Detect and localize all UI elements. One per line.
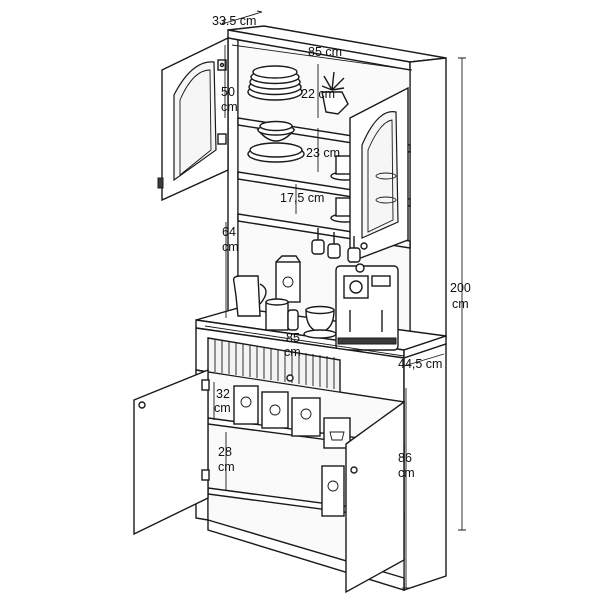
- counter-depth-label: 44,5 cm: [398, 357, 442, 371]
- dimension-labels: 33.5 cm 85 cm 50 cm 22 cm 23 cm 17,5 cm …: [212, 14, 471, 480]
- lower-shelf-1-unit: cm: [214, 401, 231, 415]
- counter-width-value: 85: [286, 331, 300, 345]
- potted-plant-icon: [321, 71, 349, 115]
- plate-stack-icon: [247, 65, 303, 101]
- lower-shelf-2-value: 28: [218, 445, 232, 459]
- drawer-knob-icon: [286, 374, 294, 382]
- lower-shelf-2-unit: cm: [218, 460, 235, 474]
- cup-icon: [311, 228, 361, 263]
- total-height-value: 200: [450, 281, 471, 295]
- hutch-height-unit: cm: [221, 100, 238, 114]
- upper-right-glass-door: [349, 86, 409, 264]
- cup-icon: [265, 298, 337, 339]
- upper-left-glass-door: [157, 36, 229, 202]
- open-area-unit: cm: [222, 240, 239, 254]
- counter-width-unit: cm: [284, 345, 301, 359]
- lower-shelf-1-value: 32: [216, 387, 230, 401]
- depth-label: 33.5 cm: [212, 14, 256, 28]
- espresso-machine-icon: [335, 263, 399, 351]
- open-area-value: 64: [222, 225, 236, 239]
- shelf-gap-2-label: 23 cm: [306, 146, 340, 160]
- width-top-label: 85 cm: [308, 45, 342, 59]
- pitcher-icon: [232, 275, 267, 317]
- coffee-bag-icon: [275, 255, 301, 303]
- shelf-gap-1-label: 22 cm: [301, 87, 335, 101]
- lower-left-door: [133, 368, 210, 536]
- lower-right-door: [345, 400, 405, 594]
- base-height-value: 86: [398, 451, 412, 465]
- hutch-height-value: 50: [221, 85, 235, 99]
- dimension-lines: [204, 10, 466, 589]
- coffee-box-icon: [233, 385, 351, 449]
- base-height-unit: cm: [398, 466, 415, 480]
- plate-stack-icon: [247, 120, 305, 163]
- total-height-unit: cm: [452, 297, 469, 311]
- coffee-bag-icon: [321, 465, 345, 517]
- shelf-gap-3-label: 17,5 cm: [280, 191, 324, 205]
